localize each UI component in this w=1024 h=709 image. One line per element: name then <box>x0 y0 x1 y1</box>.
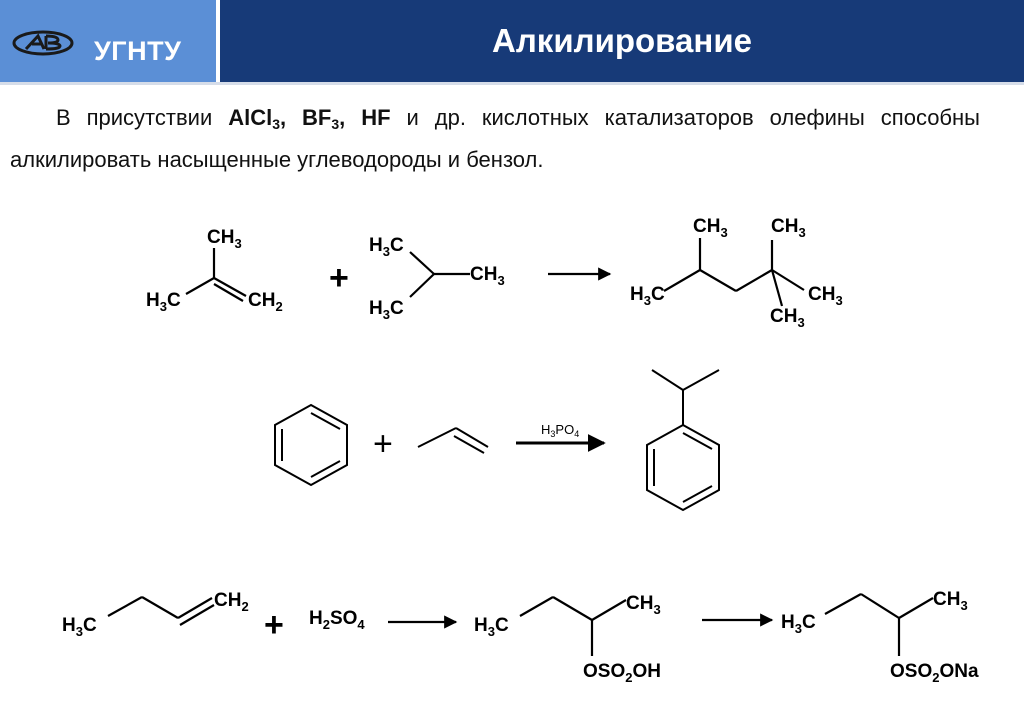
reaction-2 <box>274 369 720 512</box>
svg-text:OSO2ONa: OSO2ONa <box>890 661 979 685</box>
svg-text:CH3: CH3 <box>808 284 843 308</box>
svg-text:H3C: H3C <box>781 612 816 636</box>
svg-text:CH3: CH3 <box>470 264 505 288</box>
catalyst-bf3: BF3 <box>302 105 340 132</box>
header-divider <box>0 82 1024 85</box>
plus-sign-1: + <box>329 259 349 297</box>
svg-text:CH2: CH2 <box>248 290 283 314</box>
svg-text:CH3: CH3 <box>933 589 968 613</box>
svg-text:CH3: CH3 <box>207 227 242 251</box>
isobutane: H3C CH3 H3C <box>369 235 505 322</box>
reaction-3 <box>107 593 934 656</box>
svg-text:H3C: H3C <box>62 615 97 639</box>
plus-sign-2: + <box>373 425 393 463</box>
svg-text:H3C: H3C <box>369 298 404 322</box>
reaction-1 <box>185 238 805 307</box>
svg-text:CH3: CH3 <box>693 216 728 240</box>
intro-part-1: В присутствии <box>56 105 229 130</box>
organization-name: УГНТУ <box>94 36 182 66</box>
sodium-butyl-sulfate: H3C CH3 OSO2ONa <box>781 589 979 685</box>
svg-text:CH2: CH2 <box>214 590 249 614</box>
svg-text:OSO2OH: OSO2OH <box>583 661 661 685</box>
intro-part-2: и др. кислотных катализаторов олефины сп… <box>10 105 980 172</box>
isooctane: CH3 CH3 H3C CH3 CH3 <box>630 216 843 330</box>
svg-text:CH3: CH3 <box>770 306 805 330</box>
svg-text:H3C: H3C <box>146 290 181 314</box>
butyl-hydrogen-sulfate: H3C CH3 OSO2OH <box>474 593 661 685</box>
catalyst-alcl3: AlCl3 <box>228 105 280 132</box>
plus-sign-3: + <box>264 606 284 644</box>
svg-text:H3C: H3C <box>369 235 404 259</box>
svg-text:CH3: CH3 <box>626 593 661 617</box>
catalyst-h3po4: H3PO4 <box>541 422 579 439</box>
logo-panel: УГНТУ <box>0 0 216 82</box>
butene: H3C CH2 <box>62 590 249 639</box>
svg-text:CH3: CH3 <box>771 216 806 240</box>
title-panel: Алкилирование <box>220 0 1024 82</box>
intro-text: В присутствии AlCl3, BF3, HF и др. кисло… <box>10 105 980 172</box>
catalyst-hf: HF <box>361 105 391 130</box>
svg-text:H3C: H3C <box>474 615 509 639</box>
slide-title: Алкилирование <box>492 22 752 59</box>
sulfuric-acid: H2SO4 <box>309 608 365 632</box>
svg-text:H3C: H3C <box>630 284 665 308</box>
university-emblem-icon <box>12 30 74 56</box>
isobutylene: CH3 H3C CH2 <box>146 227 283 314</box>
header: УГНТУ Алкилирование <box>0 0 1024 85</box>
